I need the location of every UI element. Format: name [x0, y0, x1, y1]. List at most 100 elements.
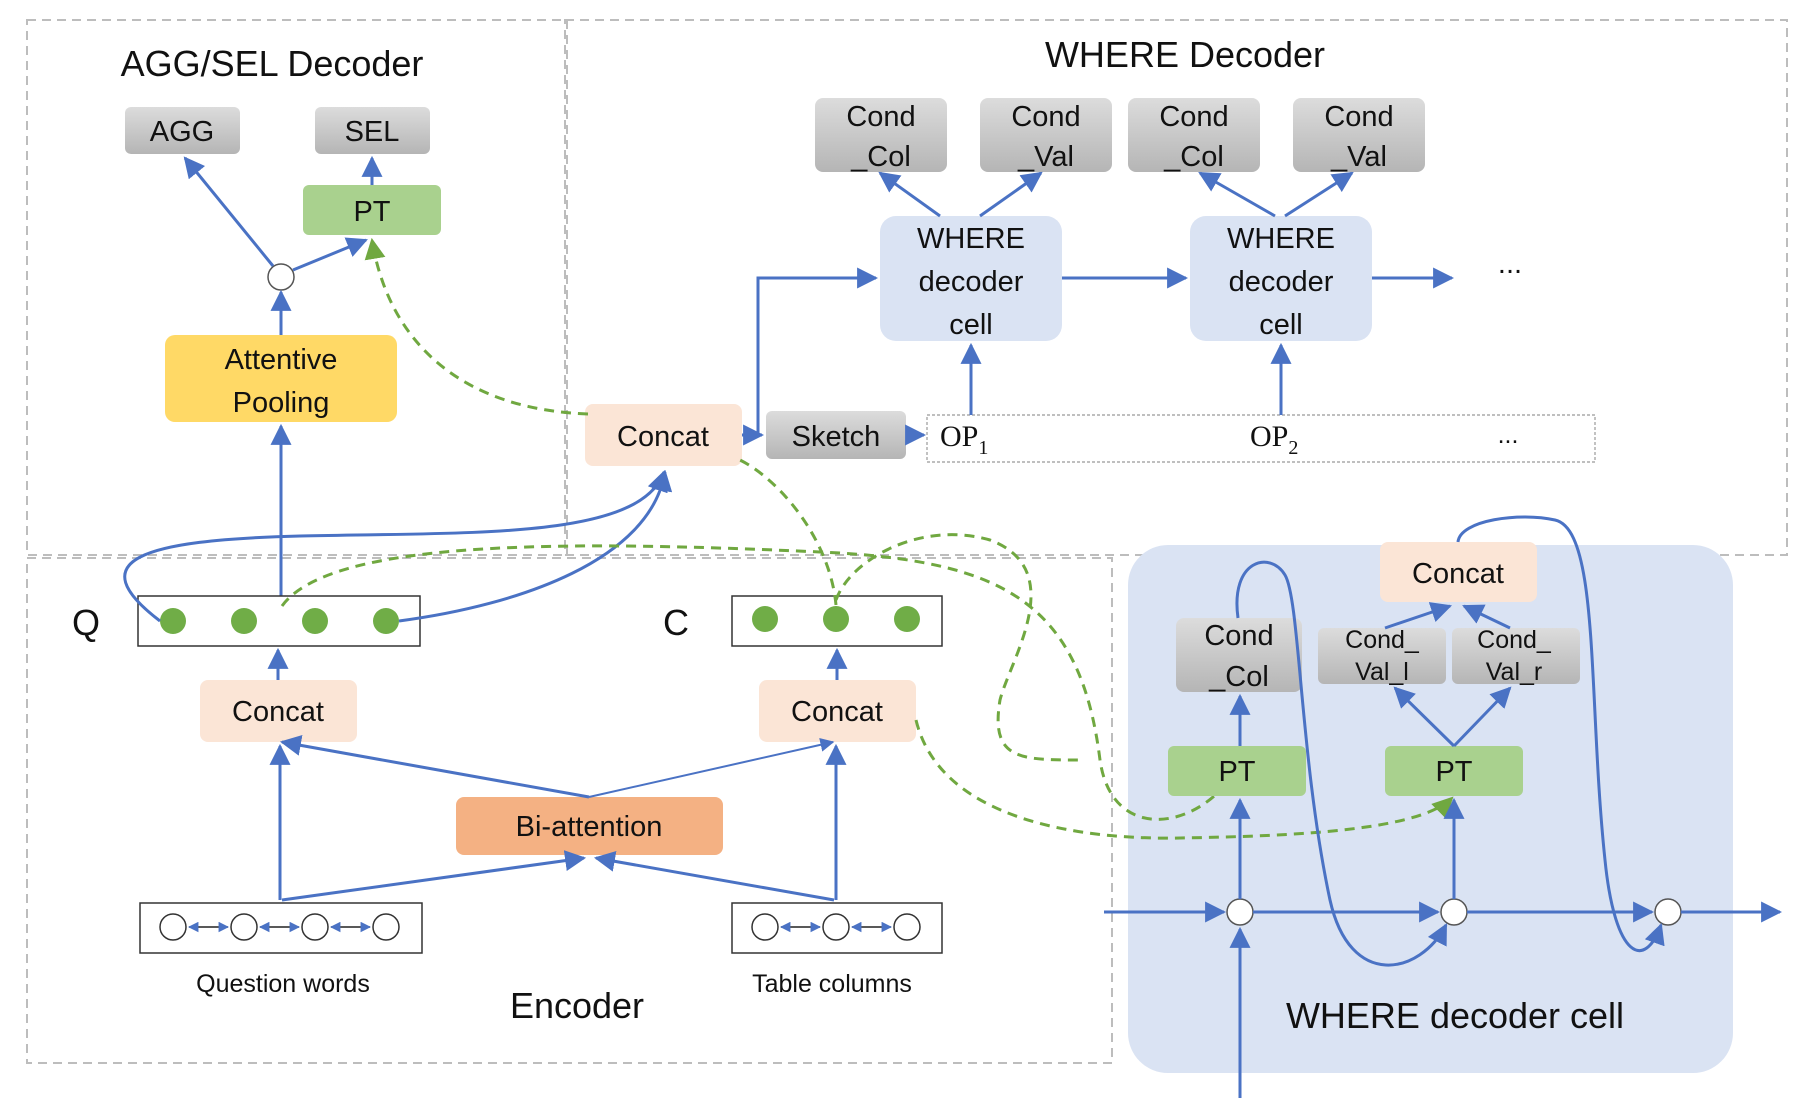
where-cell-1-label-3: cell: [949, 309, 993, 341]
qw-node-2: [230, 913, 258, 941]
cell-node-3: [1654, 898, 1682, 926]
edge-q-last-to-concat: [398, 469, 673, 623]
edge-tc-to-biatt: [593, 850, 835, 902]
cell-cond-val-r-label-2: Val_r: [1486, 658, 1543, 686]
table-columns-label: Table columns: [752, 970, 912, 998]
cell-cond-val-r-box: [1452, 628, 1580, 684]
where-cell-2-label-3: cell: [1259, 309, 1303, 341]
edge-node-to-agg: [183, 156, 275, 267]
agg-box: [125, 107, 240, 154]
edge-pt-right-to-valR: [1452, 686, 1512, 748]
cell-pt-right-label: PT: [1435, 756, 1472, 788]
where-cell-box-1: [880, 216, 1062, 341]
concat-main-box: [585, 404, 742, 466]
cell-concat-label: Concat: [1412, 558, 1504, 590]
dashed-q-to-where-pt: [280, 544, 1238, 821]
edge-q-first-to-concat: [123, 470, 668, 623]
tc-node-2: [822, 913, 850, 941]
concat-c-box: [759, 680, 916, 742]
sketch-box: [766, 411, 906, 459]
attentive-pooling-box: [165, 335, 397, 422]
where-cell-2-label-1: WHERE: [1227, 223, 1335, 255]
c-dot-1: [752, 606, 778, 632]
edge-concat-loop: [1456, 515, 1665, 953]
dashed-concat-c-to-pt-right: [914, 719, 1454, 840]
c-label: C: [663, 602, 689, 643]
q-label: Q: [72, 602, 100, 643]
sel-label: SEL: [345, 116, 400, 148]
cell-cond-val-l-box: [1318, 628, 1446, 684]
cell-cond-col-label-1: Cond: [1204, 620, 1273, 652]
edge-valL-to-concat: [1384, 602, 1452, 630]
where-cell-1-label-2: decoder: [919, 266, 1024, 298]
cond-col-box-2: [1128, 98, 1260, 172]
qw-node-1: [159, 913, 187, 941]
edge-cell1-to-condval1: [979, 171, 1043, 218]
edge-valR-to-concat: [1462, 604, 1511, 630]
edge-condcol-loop: [1235, 560, 1448, 967]
where-cell-1-label-1: WHERE: [917, 223, 1025, 255]
q-dot-4: [373, 608, 399, 634]
qw-node-4: [372, 913, 400, 941]
edge-cell2-to-condcol2: [1198, 171, 1276, 218]
merge-node: [267, 263, 295, 291]
encoder-title: Encoder: [510, 985, 644, 1026]
cell-cond-val-l-label-2: Val_l: [1355, 658, 1409, 686]
pt-box: [303, 185, 441, 235]
cell-cond-val-l-label-1: Cond_: [1345, 626, 1420, 654]
cell-pt-left-label: PT: [1218, 756, 1255, 788]
c-dot-2: [823, 606, 849, 632]
dashed-concat-to-pt: [364, 237, 589, 416]
q-dot-2: [231, 608, 257, 634]
cell-node-2: [1440, 898, 1468, 926]
agg-sel-region: [26, 19, 568, 556]
tc-node-1: [751, 913, 779, 941]
cond-col-1-label-1: Cond: [846, 101, 915, 133]
q-dot-3: [302, 608, 328, 634]
where-cell-title: WHERE decoder cell: [1286, 995, 1624, 1036]
concat-q-box: [200, 680, 357, 742]
qw-node-3: [301, 913, 329, 941]
where-region: [564, 19, 1788, 556]
cond-val-1-label-1: Cond: [1011, 101, 1080, 133]
bi-attention-box: [456, 797, 723, 855]
edge-biatt-to-concat-c: [588, 737, 835, 798]
op2-label: OP2: [1250, 420, 1298, 459]
cond-col-2-label-1: Cond: [1159, 101, 1228, 133]
agg-sel-title: AGG/SEL Decoder: [121, 43, 424, 84]
cell-cond-col-box: [1176, 618, 1302, 692]
sketch-label: Sketch: [792, 421, 881, 453]
cell-cond-val-r-label-1: Cond_: [1477, 626, 1552, 654]
concat-q-label: Concat: [232, 696, 324, 728]
where-ellipsis: ...: [1498, 248, 1522, 280]
question-words-label: Question words: [196, 970, 370, 998]
edge-cell1-to-condcol1: [878, 171, 941, 218]
cond-col-1-label-2: _Col: [850, 141, 911, 173]
op-sequence-box: [926, 414, 1596, 463]
cond-val-2-label-1: Cond: [1324, 101, 1393, 133]
cell-pt-right-box: [1385, 746, 1523, 796]
where-title: WHERE Decoder: [1045, 34, 1325, 75]
pt-label: PT: [353, 196, 390, 228]
where-cell-box-2: [1190, 216, 1372, 341]
cell-concat-box: [1380, 542, 1537, 602]
c-dot-3: [894, 606, 920, 632]
attentive-pooling-label-2: Pooling: [233, 387, 330, 419]
encoder-region: [26, 557, 1113, 1064]
dashed-c-to-cell-pt: [834, 533, 1081, 762]
cond-val-1-label-2: _Val: [1017, 141, 1074, 173]
edge-qw-to-biatt: [281, 850, 587, 902]
edge-cell2-to-condval2: [1284, 171, 1354, 218]
where-cell-2-label-2: decoder: [1229, 266, 1334, 298]
cond-col-box-1: [815, 98, 947, 172]
cell-cond-col-label-2: _Col: [1208, 661, 1269, 693]
cond-val-box-1: [980, 98, 1112, 172]
cond-val-box-2: [1293, 98, 1425, 172]
dashed-c-to-concat: [739, 458, 838, 606]
tc-node-3: [893, 913, 921, 941]
cond-val-2-label-2: _Val: [1330, 141, 1387, 173]
bi-attention-label: Bi-attention: [516, 811, 663, 843]
cell-pt-left-box: [1168, 746, 1306, 796]
